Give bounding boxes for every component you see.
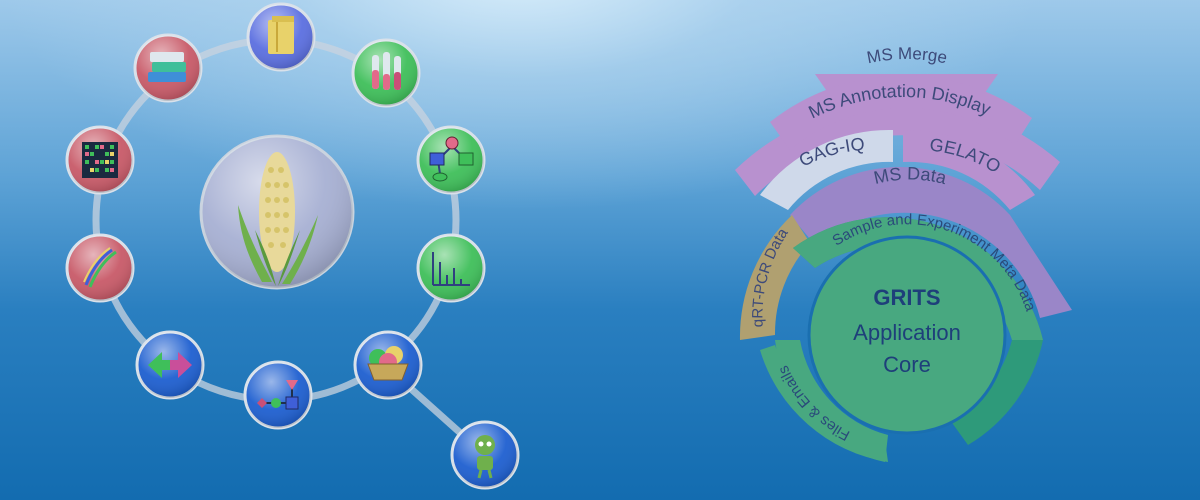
core-line-2: Core: [883, 352, 931, 377]
layer-ms-merge-label: MS Merge: [865, 44, 949, 67]
books-icon[interactable]: [133, 33, 203, 103]
layer-gag-iq[interactable]: [760, 129, 893, 210]
arrows-icon[interactable]: [135, 330, 205, 400]
layer-qrt-pcr[interactable]: [739, 215, 810, 340]
spectrum-chart-icon[interactable]: [416, 233, 486, 303]
corn-icon: [199, 134, 355, 290]
folder-icon[interactable]: [246, 2, 316, 72]
application-core[interactable]: [807, 235, 1007, 435]
layer-gelato[interactable]: [903, 129, 1035, 210]
microarray-icon[interactable]: [65, 125, 135, 195]
core-title: GRITS: [873, 285, 940, 310]
glycan-structure-icon[interactable]: [243, 360, 313, 430]
layer-ms-data[interactable]: [790, 166, 1072, 318]
architecture-diagram: MS Merge MS Annotation Display GAG-IQ GE…: [735, 44, 1072, 462]
robot-icon[interactable]: [450, 420, 520, 490]
chromatogram-icon[interactable]: [65, 233, 135, 303]
workflow-diagram-icon[interactable]: [416, 125, 486, 195]
test-tubes-icon[interactable]: [351, 38, 421, 108]
tool-ring: [65, 2, 520, 490]
glycan-bowl-icon[interactable]: [353, 330, 423, 400]
core-line-1: Application: [853, 320, 961, 345]
